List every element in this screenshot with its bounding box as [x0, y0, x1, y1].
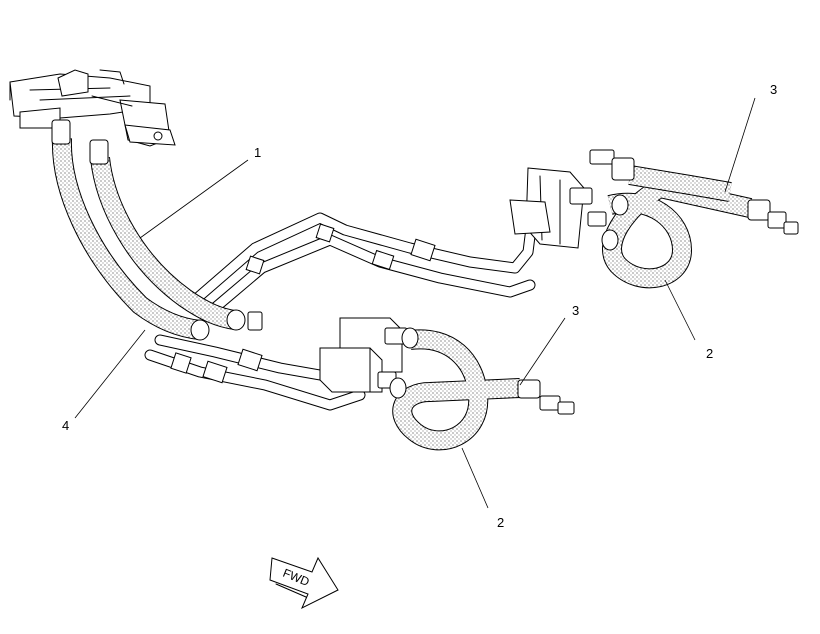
- callouts: 1 4 3 2 3 2: [62, 82, 777, 530]
- callout-3-right: 3: [770, 82, 777, 97]
- left-hose-fittings: [51, 119, 263, 341]
- control-valve-assembly: [9, 69, 176, 147]
- callout-1: 1: [254, 145, 261, 160]
- hose-4: [51, 137, 202, 340]
- right-hose-fittings: [589, 149, 799, 251]
- hose-2-middle: [392, 329, 521, 451]
- hose-2-right: [602, 165, 753, 289]
- callout-2-middle: 2: [497, 515, 504, 530]
- callout-4: 4: [62, 418, 69, 433]
- callout-3-middle: 3: [572, 303, 579, 318]
- hose-1: [90, 156, 237, 330]
- right-valve-block: [509, 167, 607, 249]
- middle-valve-block: [319, 317, 408, 393]
- middle-hose-fittings: [389, 327, 575, 415]
- forward-arrow-icon: FWD: [269, 556, 339, 610]
- callout-2-right: 2: [706, 346, 713, 361]
- tube-connectors: [170, 223, 436, 384]
- leader-lines: [74, 97, 756, 509]
